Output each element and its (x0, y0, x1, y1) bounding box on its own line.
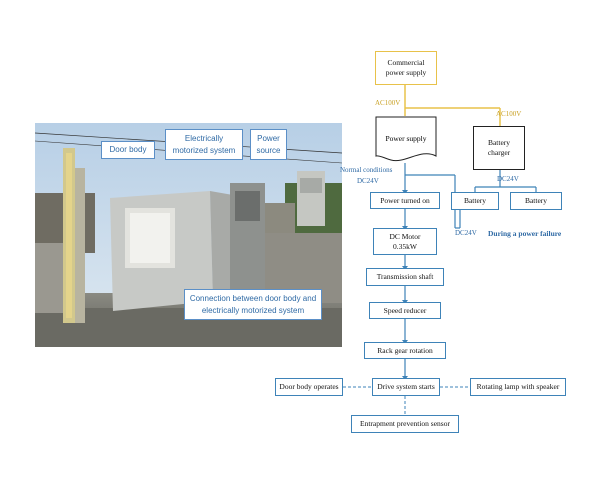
power-failure-label: During a power failure (488, 229, 562, 238)
entrapment-sensor-label: Entrapment prevention sensor (360, 419, 450, 428)
battery-charger-label: Battery charger (487, 138, 511, 157)
battery-node-1: Battery (451, 192, 499, 210)
entrapment-sensor-node: Entrapment prevention sensor (351, 415, 459, 433)
normal-conditions-label: Normal conditions (340, 166, 393, 174)
rotating-lamp-node: Rotating lamp with speaker (470, 378, 566, 396)
electric-system-callout-text: Electrically motorized system (172, 133, 236, 155)
transmission-shaft-label: Transmission shaft (376, 272, 434, 281)
power-supply-label: Power supply (385, 134, 427, 143)
dc-motor-label: DC Motor 0.35kW (389, 231, 421, 251)
battery-2-label: Battery (524, 196, 548, 205)
dc24-right-label: DC24V (497, 175, 519, 183)
rack-gear-label: Rack gear rotation (377, 345, 433, 355)
door-operates-label: Door body operates (279, 382, 339, 391)
power-on-node: Power turned on (370, 192, 440, 209)
document-shape (375, 116, 437, 162)
battery-1-label: Battery (463, 196, 487, 205)
dashed-links (343, 386, 470, 415)
power-source-callout-text: Power source (256, 133, 281, 155)
electric-system-callout: Electrically motorized system (165, 129, 243, 160)
ac-lines (404, 85, 501, 126)
dc-lines (404, 163, 537, 378)
ac-right-label: AC100V (496, 110, 522, 118)
door-operates-node: Door body operates (275, 378, 343, 396)
rotating-lamp-label: Rotating lamp with speaker (476, 382, 560, 391)
dc24-bottom-label: DC24V (455, 229, 477, 237)
transmission-shaft-node: Transmission shaft (366, 268, 444, 286)
power-supply-node: Power supply (375, 116, 437, 164)
power-source-callout: Power source (250, 129, 287, 160)
connection-callout: Connection between door body and electri… (184, 289, 322, 320)
connection-callout-text: Connection between door body and electri… (189, 293, 317, 315)
battery-charger-node: Battery charger (473, 126, 525, 170)
commercial-power-node: Commercial power supply (375, 51, 437, 85)
battery-node-2: Battery (510, 192, 562, 210)
commercial-power-label: Commercial power supply (385, 58, 427, 77)
ac-left-label: AC100V (375, 99, 401, 107)
dc24-left-label: DC24V (357, 177, 379, 185)
speed-reducer-label: Speed reducer (383, 305, 427, 315)
door-body-callout: Door body (101, 141, 155, 159)
power-on-label: Power turned on (380, 195, 430, 205)
speed-reducer-node: Speed reducer (369, 302, 441, 319)
drive-system-label: Drive system starts (377, 382, 435, 391)
dc-motor-node: DC Motor 0.35kW (373, 228, 437, 255)
door-body-callout-text: Door body (109, 145, 147, 154)
drive-system-node: Drive system starts (372, 378, 440, 396)
rack-gear-node: Rack gear rotation (364, 342, 446, 359)
